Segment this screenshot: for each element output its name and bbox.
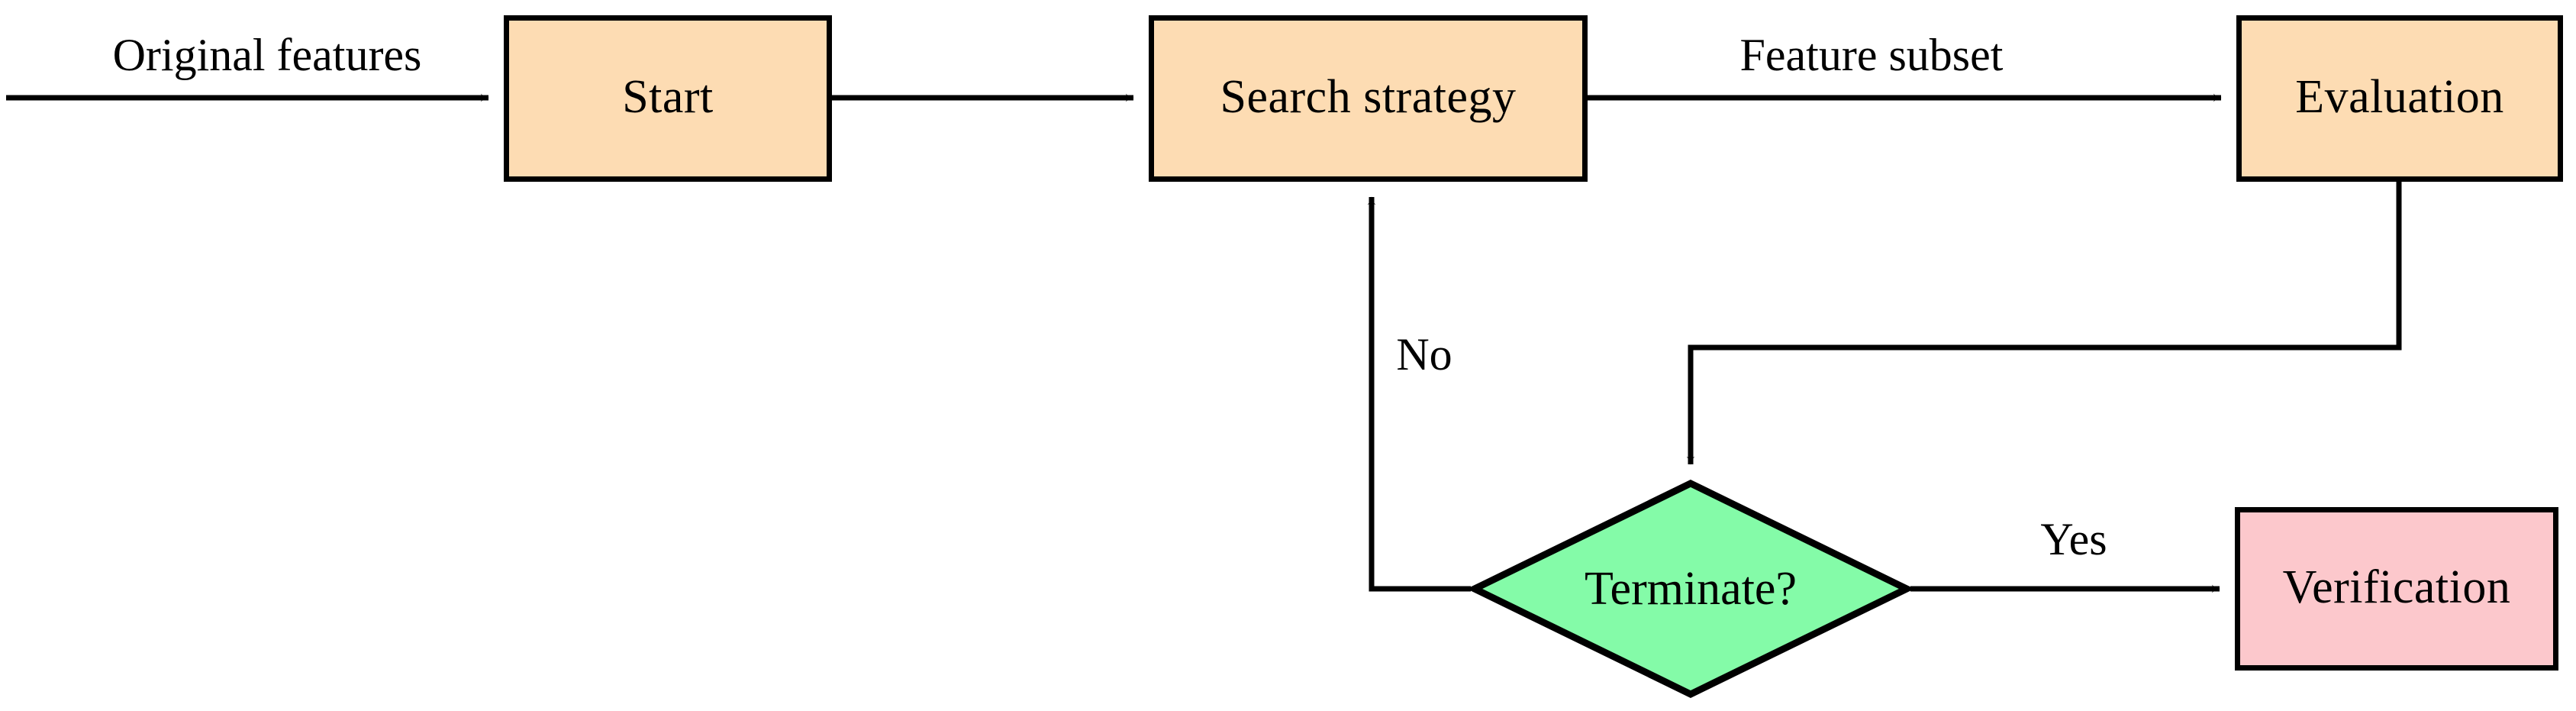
node-verification-label: Verification: [2282, 561, 2511, 613]
node-evaluation[interactable]: Evaluation: [2236, 15, 2563, 182]
node-evaluation-label: Evaluation: [2295, 71, 2504, 123]
node-terminate[interactable]: Terminate?: [1471, 480, 1910, 698]
node-search-strategy[interactable]: Search strategy: [1149, 15, 1588, 182]
edge-evaluation-to-terminate: [1686, 182, 2402, 466]
edge-label-yes: Yes: [2040, 514, 2107, 564]
node-start[interactable]: Start: [504, 15, 832, 182]
diamond-shape: [1471, 480, 1910, 698]
node-verification[interactable]: Verification: [2235, 507, 2558, 671]
edge-label-original-features: Original features: [112, 30, 422, 80]
edge-label-no: No: [1396, 329, 1452, 380]
node-start-label: Start: [622, 71, 714, 123]
node-search-strategy-label: Search strategy: [1220, 71, 1517, 123]
edge-label-feature-subset: Feature subset: [1739, 30, 2004, 80]
edge-terminate-to-search: [1367, 196, 1471, 592]
